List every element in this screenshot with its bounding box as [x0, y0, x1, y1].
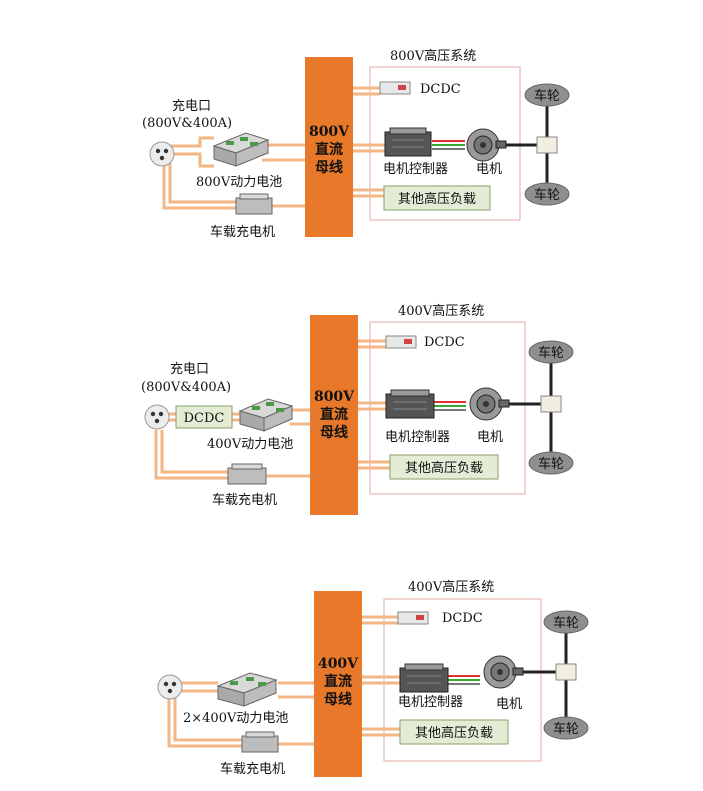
dc-bus-bar	[305, 57, 353, 237]
bus-label-line-2: 直流	[324, 673, 352, 690]
bus-label-line-3: 母线	[315, 159, 343, 176]
other-loads-label: 其他高压负载	[405, 460, 483, 476]
charge-port-label: 充电口	[170, 361, 209, 377]
other-loads-box	[389, 454, 499, 480]
charge-port-spec: (800V&400A)	[141, 380, 231, 395]
motor-controller-icon	[399, 663, 449, 693]
other-loads-label: 其他高压负载	[415, 725, 493, 741]
other-loads-label: 其他高压负载	[398, 191, 476, 207]
wheel-top-label: 车轮	[553, 615, 579, 631]
bus-label-line-3: 母线	[320, 424, 348, 441]
battery-pack-icon	[238, 398, 294, 432]
system-title: 800V高压系统	[390, 48, 476, 64]
other-loads-box	[399, 719, 509, 745]
motor-controller-label: 电机控制器	[383, 162, 448, 177]
battery-pack-icon	[216, 672, 278, 707]
phase-wires	[448, 675, 480, 685]
diagram-800v-system: 800V高压系统 充电口	[142, 48, 570, 240]
bus-label-line-1: 800V	[309, 124, 350, 140]
charge-port-spec: (800V&400A)	[142, 116, 232, 131]
battery-pack-icon	[212, 132, 270, 167]
inline-dcdc-label: DCDC	[184, 411, 225, 426]
drivetrain	[509, 360, 562, 455]
drivetrain	[506, 103, 558, 186]
charge-port-icon	[149, 141, 175, 167]
dc-bus-bar	[310, 315, 358, 515]
motor-icon	[469, 387, 510, 421]
motor-label: 电机	[496, 697, 522, 712]
charge-port-icon	[157, 674, 183, 700]
drivetrain	[523, 630, 577, 718]
charge-port-icon	[144, 404, 170, 430]
bus-label-line-3: 母线	[324, 691, 352, 708]
wheel-bottom-label: 车轮	[538, 456, 564, 472]
onboard-charger-icon	[241, 731, 279, 753]
wiring	[154, 339, 390, 480]
wheel-bottom-label: 车轮	[553, 721, 579, 737]
bus-label-line-1: 400V	[318, 656, 359, 672]
motor-icon	[466, 128, 507, 162]
motor-label: 电机	[477, 430, 503, 445]
dcdc-converter-icon	[379, 81, 411, 95]
dc-bus-bar	[314, 591, 362, 777]
phase-wires	[434, 401, 466, 411]
system-title: 400V高压系统	[398, 303, 484, 319]
wheel-bottom: 车轮	[528, 451, 574, 475]
motor-controller-icon	[385, 389, 435, 419]
wheel-top: 车轮	[524, 83, 570, 107]
wheel-bottom-label: 车轮	[534, 187, 560, 203]
wheel-top-label: 车轮	[534, 88, 560, 104]
motor-icon	[483, 655, 524, 689]
system-boundary	[383, 598, 542, 762]
diagram-dual-400v-system: 400V高压系统	[157, 579, 589, 777]
motor-label: 电机	[476, 162, 502, 177]
inline-dcdc-box	[175, 405, 233, 429]
system-title: 400V高压系统	[408, 579, 494, 595]
wiring	[167, 615, 400, 748]
dcdc-label: DCDC	[424, 335, 465, 350]
motor-controller-icon	[384, 127, 432, 157]
wheel-top: 车轮	[528, 340, 574, 364]
bus-label-line-1: 800V	[314, 389, 355, 405]
wiring	[162, 86, 385, 210]
bus-label-line-2: 直流	[315, 141, 343, 158]
motor-controller-label: 电机控制器	[398, 695, 463, 710]
onboard-charger-icon	[235, 193, 273, 215]
wheel-bottom: 车轮	[543, 716, 589, 740]
dcdc-converter-icon	[385, 335, 417, 349]
onboard-charger-label: 车载充电机	[220, 761, 285, 777]
other-loads-box	[383, 185, 491, 211]
charge-port-label: 充电口	[172, 98, 211, 114]
diagram-400v-system-with-dcdc: 400V高压系统 充	[141, 303, 574, 515]
phase-wires	[432, 140, 465, 150]
bus-label-line-2: 直流	[320, 406, 348, 423]
battery-label: 800V动力电池	[196, 175, 282, 190]
dcdc-label: DCDC	[420, 82, 461, 97]
wheel-top-label: 车轮	[538, 345, 564, 361]
motor-controller-label: 电机控制器	[385, 430, 450, 445]
wheel-bottom: 车轮	[524, 182, 570, 206]
wheel-top: 车轮	[543, 610, 589, 634]
onboard-charger-label: 车载充电机	[210, 224, 275, 240]
dcdc-label: DCDC	[442, 611, 483, 626]
dcdc-converter-icon	[397, 611, 429, 625]
onboard-charger-label: 车载充电机	[212, 492, 277, 508]
battery-label: 400V动力电池	[207, 437, 293, 452]
onboard-charger-icon	[227, 463, 267, 485]
battery-label: 2×400V动力电池	[183, 711, 288, 726]
